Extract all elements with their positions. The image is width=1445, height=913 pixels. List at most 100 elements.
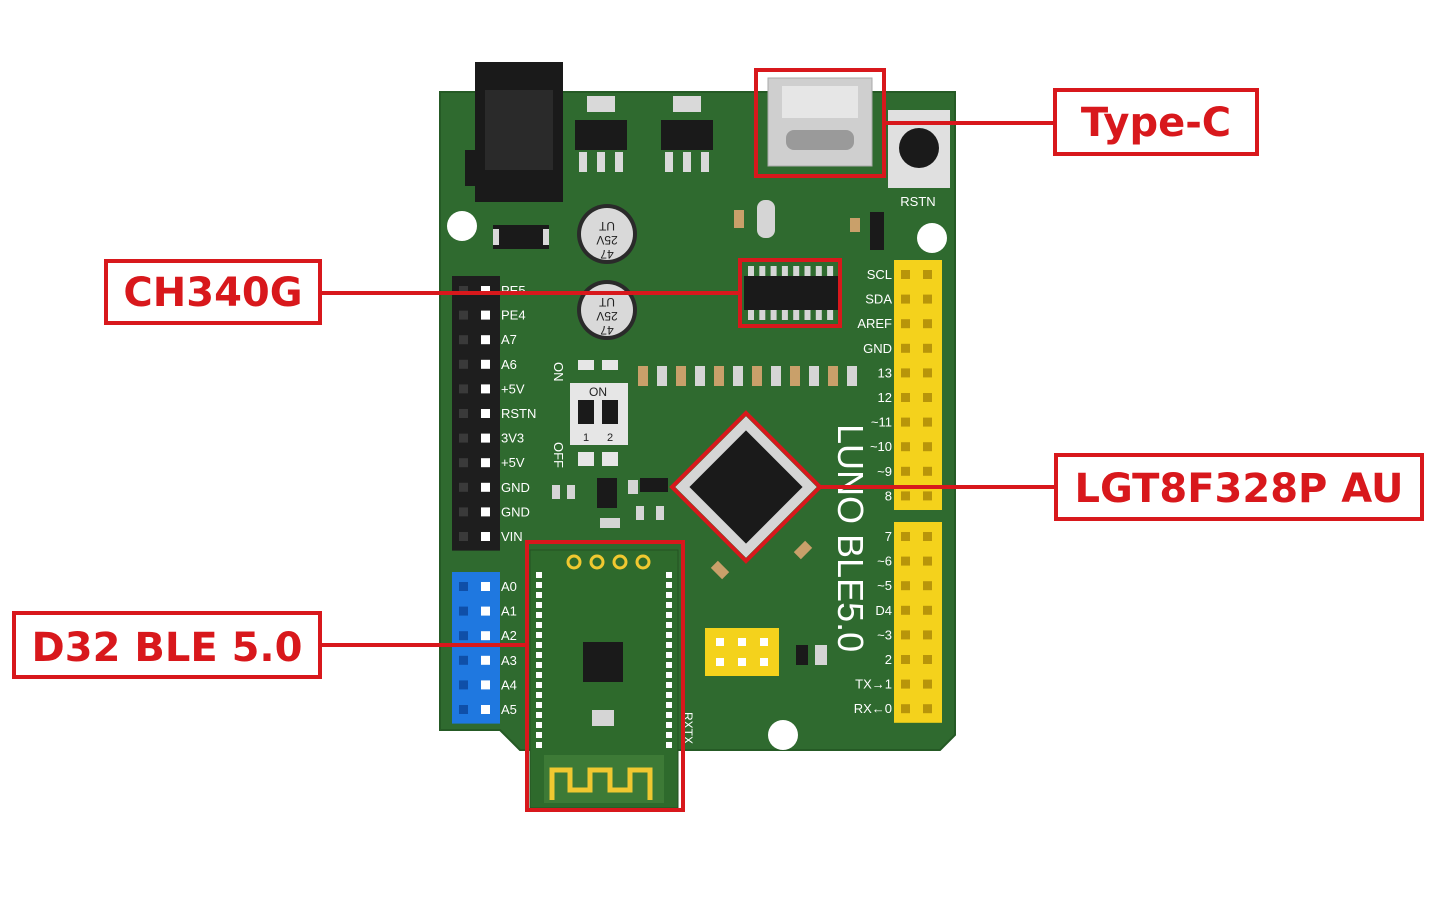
- pin-label: GND: [501, 504, 530, 519]
- module-pad: [536, 742, 542, 748]
- smd-resistor: [733, 366, 743, 386]
- switch-off-label: OFF: [551, 442, 566, 468]
- header-pin: [459, 507, 468, 517]
- header-pin: [481, 335, 490, 345]
- header-pin: [481, 384, 490, 394]
- header-pin: [481, 655, 490, 665]
- header-pin: [901, 442, 910, 452]
- chip-pin: [748, 310, 754, 320]
- header-pin: [459, 359, 468, 369]
- pin-label: A2: [501, 628, 517, 643]
- resistor-icon: [793, 540, 813, 560]
- header-pin: [459, 631, 468, 641]
- ch340g-chip-icon: [744, 266, 838, 320]
- smd-resistor: [771, 366, 781, 386]
- header-pin: [901, 393, 910, 402]
- header-pin: [459, 335, 468, 345]
- led-icon: [796, 645, 808, 665]
- type-c-callout-box: [1053, 88, 1259, 156]
- chip-pin: [804, 266, 811, 276]
- module-pad: [666, 662, 672, 668]
- module-pad: [666, 612, 672, 618]
- module-pad: [589, 554, 605, 570]
- module-pad: [612, 554, 628, 570]
- header-pin: [459, 655, 468, 665]
- mcu-callout-box: [1054, 453, 1424, 521]
- header-pin: [459, 433, 468, 443]
- capacitor-text-2: 25V: [596, 309, 617, 323]
- right-upper-header: [894, 260, 942, 510]
- header-pin: [459, 286, 468, 295]
- header-pin: [923, 393, 932, 402]
- header-pin: [481, 582, 490, 591]
- header-body: [452, 572, 500, 724]
- regulator-icon: [661, 96, 713, 172]
- pin-label: A5: [501, 702, 517, 717]
- module-pad: [536, 722, 542, 728]
- pin-label: A0: [501, 579, 517, 594]
- board-name: LUNO BLE5.0: [830, 424, 871, 652]
- header-pin: [901, 319, 910, 329]
- module-pad: [666, 642, 672, 648]
- led-icon: [815, 645, 827, 665]
- pin-label: PE5: [501, 283, 526, 298]
- header-pin: [923, 704, 932, 714]
- module-pad: [536, 642, 542, 648]
- mcu-highlight-diamond: [669, 410, 823, 564]
- pin-label: GND: [501, 480, 530, 495]
- crystal-icon: [757, 200, 775, 238]
- header-pin: [459, 409, 468, 418]
- pin-label: A6: [501, 357, 517, 372]
- header-pin: [481, 310, 490, 320]
- module-pad: [536, 612, 542, 618]
- chip-pin: [770, 266, 777, 276]
- module-pad: [666, 672, 672, 678]
- header-pin: [923, 417, 932, 427]
- header-pin: [481, 359, 490, 369]
- chip-pin: [827, 266, 834, 276]
- header-pin: [901, 270, 910, 279]
- pin-label: GND: [863, 341, 892, 356]
- smd-resistor: [714, 366, 724, 386]
- diode-icon: [493, 225, 549, 249]
- icsp-header: [705, 628, 779, 676]
- header-pin: [923, 581, 932, 591]
- chip-pin: [815, 310, 822, 320]
- header-pin: [481, 532, 490, 541]
- pin-label: RX←0: [854, 701, 892, 716]
- capacitor-text-1: 47: [600, 247, 614, 261]
- pin-label: ~10: [870, 439, 892, 454]
- header-pin: [923, 556, 932, 566]
- pin-label: SCL: [867, 267, 892, 282]
- header-pin: [923, 605, 932, 615]
- mounting-hole-icon: [768, 720, 798, 750]
- chip-pin: [748, 266, 754, 276]
- switch-pos-2: 2: [607, 432, 613, 444]
- pin-label: TX→1: [855, 677, 892, 692]
- header-pin: [459, 606, 468, 616]
- header-pin: [481, 680, 490, 690]
- header-pin: [923, 630, 932, 640]
- pin-label: +5V: [501, 455, 525, 470]
- pin-label: D4: [875, 603, 892, 618]
- module-pad: [536, 582, 542, 588]
- ble-callout-label: D32 BLE 5.0: [32, 625, 303, 671]
- header-pin: [923, 491, 932, 501]
- pin-label: 2: [885, 652, 892, 667]
- module-pad: [666, 692, 672, 698]
- chip-pin: [793, 310, 800, 320]
- smd-resistor: [695, 366, 705, 386]
- header-pin: [923, 442, 932, 452]
- module-pad: [536, 572, 542, 578]
- pin-label: AREF: [857, 316, 892, 331]
- module-pad: [666, 732, 672, 738]
- reset-label: RSTN: [900, 194, 935, 209]
- chip-pin: [793, 266, 800, 276]
- header-pin: [459, 384, 468, 394]
- header-pin: [901, 581, 910, 591]
- pin-label: ~5: [877, 578, 892, 593]
- right-lower-header: [894, 522, 942, 723]
